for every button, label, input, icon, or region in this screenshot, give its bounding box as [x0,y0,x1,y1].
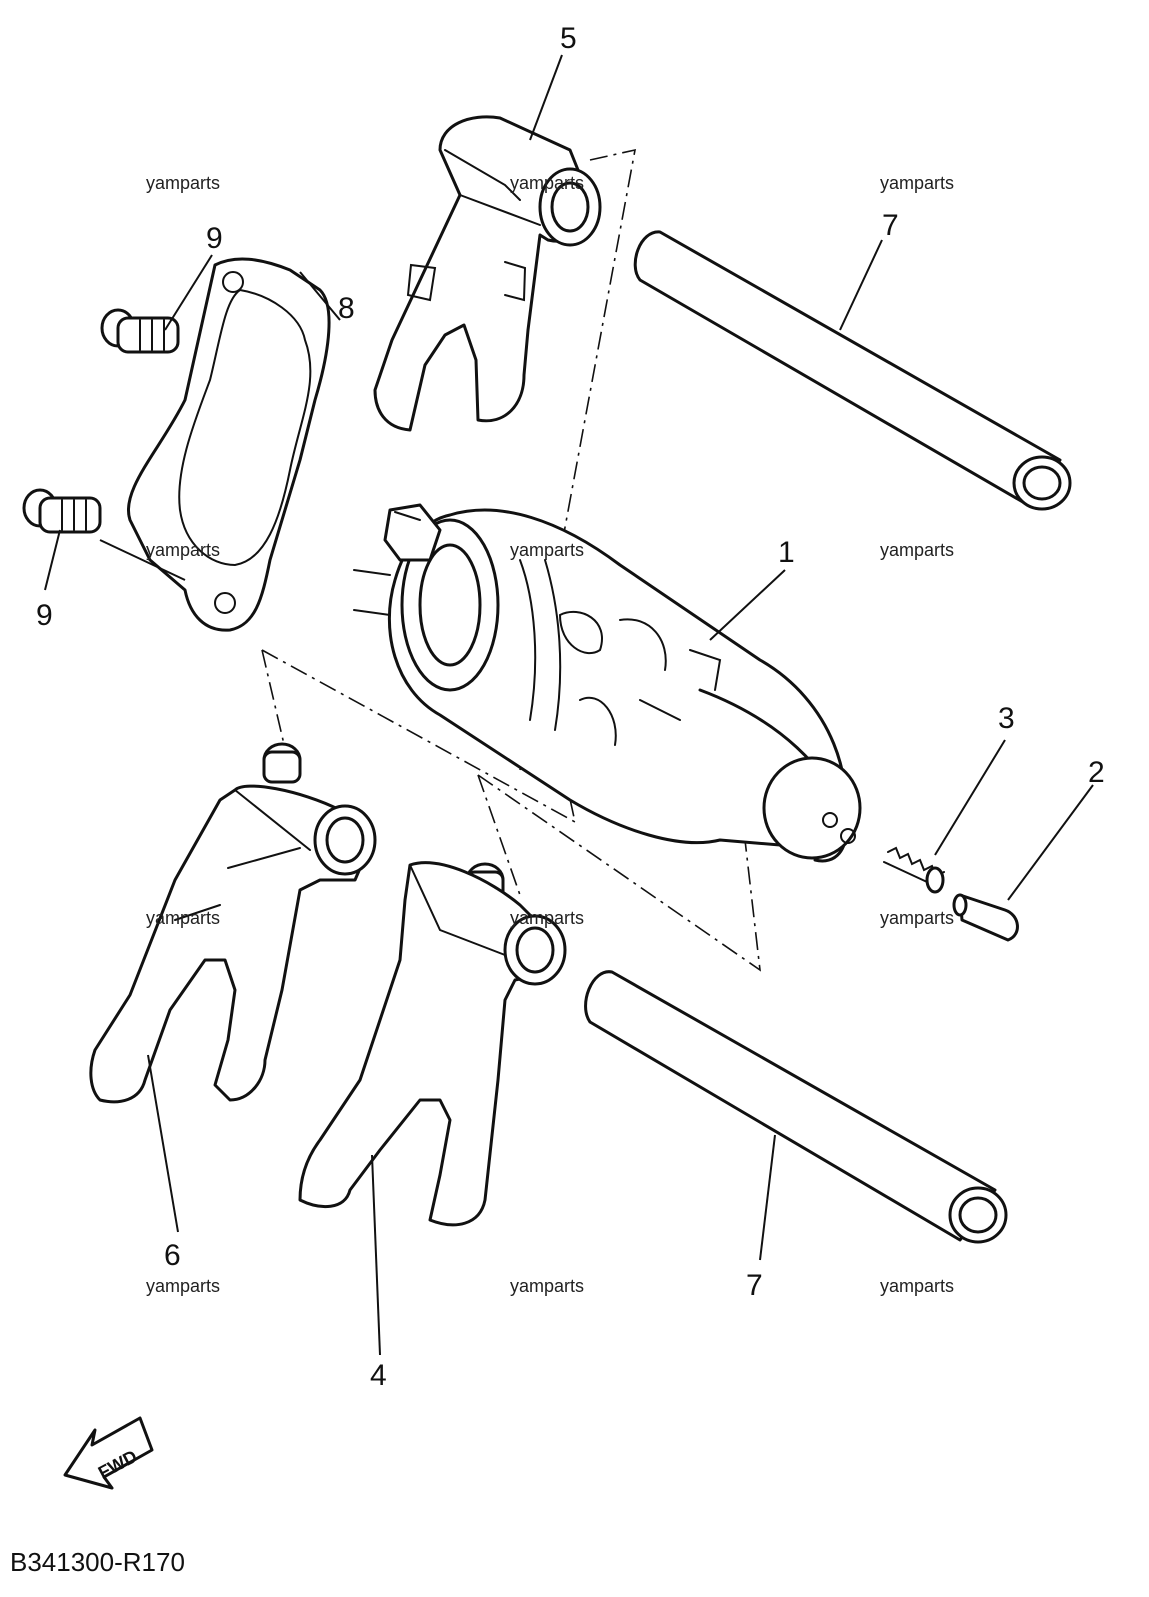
shift-fork-upper [373,115,602,432]
watermark: yamparts [146,173,220,193]
spring [883,846,945,894]
callout-7-lower: 7 [746,1269,763,1302]
callout-1: 1 [778,536,795,569]
callout-8: 8 [338,292,355,325]
bolt-upper [100,308,180,354]
shift-fork-center [298,861,567,1227]
bolt-lower [22,488,102,534]
shift-rod-upper [633,230,1072,511]
fwd-arrow-icon: FWD [63,1416,154,1490]
watermark: yamparts [146,1276,220,1296]
callout-4: 4 [370,1359,387,1392]
watermark: yamparts [146,908,220,928]
callout-2: 2 [1088,756,1105,789]
segment-plate [127,257,331,632]
diagram-code: B341300-R170 [10,1547,185,1577]
watermark: yamparts [880,908,954,928]
pin [952,893,1019,942]
shift-drum [353,503,862,863]
watermark: yamparts [880,173,954,193]
callout-3: 3 [998,702,1015,735]
callout-7-upper: 7 [882,209,899,242]
watermark: yamparts [510,908,584,928]
callout-9-upper: 9 [206,222,223,255]
watermark: yamparts [510,540,584,560]
callout-6: 6 [164,1239,181,1272]
watermark: yamparts [146,540,220,560]
leader-lines [44,54,1094,1356]
watermark: yamparts [510,173,584,193]
shift-fork-left [89,742,377,1104]
shift-rod-lower [584,970,1008,1244]
watermark: yamparts [510,1276,584,1296]
callout-5: 5 [560,22,577,55]
callout-9-lower: 9 [36,599,53,632]
watermark: yamparts [880,1276,954,1296]
watermark: yamparts [880,540,954,560]
